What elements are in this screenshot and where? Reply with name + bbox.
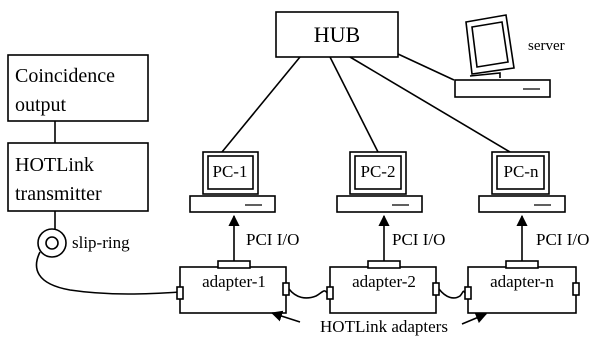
hub-to-pc1-line bbox=[221, 56, 301, 153]
adapter-1-box bbox=[176, 260, 290, 314]
pc-n-label: PC-n bbox=[504, 162, 539, 181]
pc-1-computer-icon bbox=[189, 151, 276, 213]
pci-io-label-1: PCI I/O bbox=[246, 230, 299, 249]
adapter-n-label: adapter-n bbox=[490, 272, 554, 291]
hub-to-pc2-line bbox=[329, 56, 379, 153]
caption-arrow-left bbox=[270, 310, 301, 323]
server-computer-icon bbox=[454, 14, 551, 98]
caption-arrow-right bbox=[461, 312, 488, 325]
transmitter-label-line1: HOTLink bbox=[15, 154, 94, 176]
hub-box: HUB bbox=[275, 11, 399, 58]
coincidence-output-box: Coincidence output bbox=[7, 54, 149, 122]
hub-label: HUB bbox=[314, 22, 360, 47]
pci-io-label-2: PCI I/O bbox=[392, 230, 445, 249]
adapter-1-to-2-cable bbox=[288, 288, 328, 299]
pci-io-label-n: PCI I/O bbox=[536, 230, 589, 249]
pc-2-computer-icon bbox=[336, 151, 423, 213]
hub-to-pcn-line bbox=[349, 56, 511, 153]
adapter-2-label: adapter-2 bbox=[352, 272, 416, 291]
coincidence-label-line2: output bbox=[15, 94, 67, 116]
adapter-2-to-n-cable bbox=[438, 288, 466, 299]
slip-ring-icon bbox=[37, 228, 67, 258]
pc-n-computer-icon bbox=[478, 151, 566, 213]
server-label: server bbox=[528, 38, 565, 54]
adapter-1-label: adapter-1 bbox=[202, 272, 266, 291]
hub-to-server-line bbox=[397, 53, 455, 81]
hotlink-transmitter-box: HOTLink transmitter bbox=[7, 142, 149, 212]
coincidence-label-line1: Coincidence bbox=[15, 65, 115, 87]
transmitter-label-line2: transmitter bbox=[15, 183, 102, 205]
slip-ring-label: slip-ring bbox=[72, 233, 130, 252]
hotlink-adapters-caption: HOTLink adapters bbox=[320, 317, 448, 336]
pc-1-label: PC-1 bbox=[213, 162, 248, 181]
pc-2-label: PC-2 bbox=[361, 162, 396, 181]
adapter-2-box bbox=[326, 260, 440, 314]
adapter-n-box bbox=[464, 260, 580, 314]
slipring-cable bbox=[35, 251, 181, 295]
